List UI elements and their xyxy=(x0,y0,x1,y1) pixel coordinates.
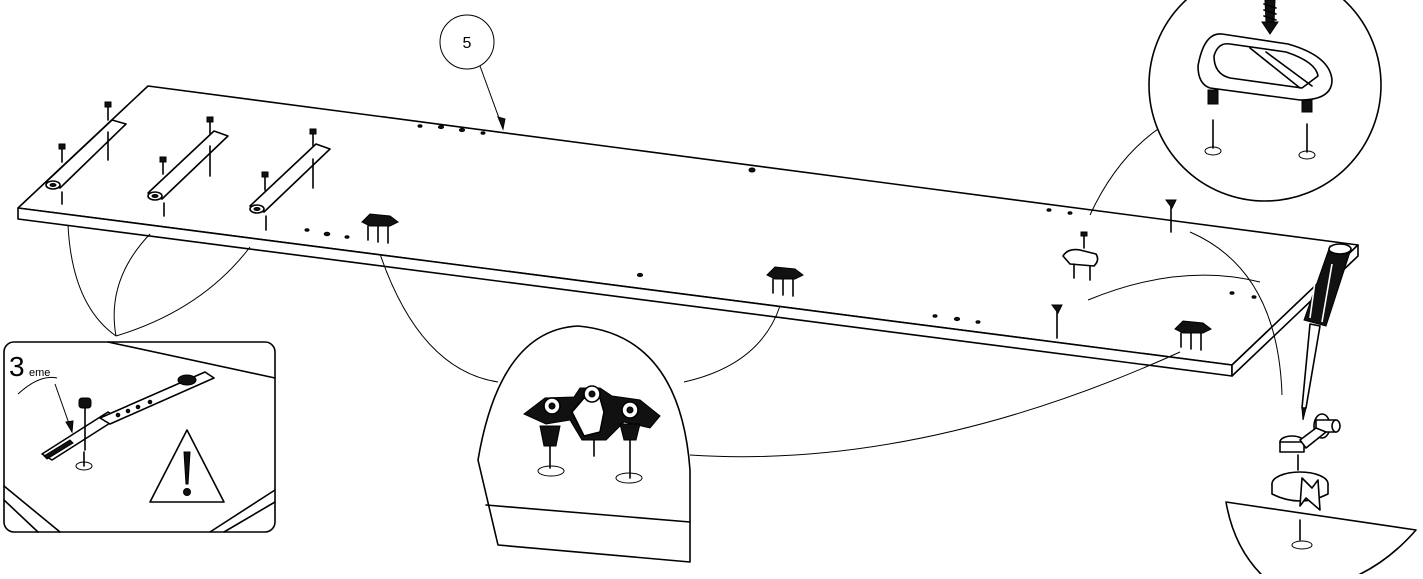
cam-screw xyxy=(1165,199,1177,233)
connector-bracket xyxy=(1174,320,1212,351)
detail-screwdriver-cam xyxy=(1225,243,1417,579)
runner-rails xyxy=(45,101,331,231)
count-label: 3 xyxy=(9,351,25,382)
count-suffix: eme xyxy=(29,367,50,379)
detail-support-bracket xyxy=(1148,0,1382,202)
detail-rail-warning: 3 eme xyxy=(3,341,276,533)
runner-rail xyxy=(249,128,331,231)
connector-bracket xyxy=(766,266,804,297)
runner-rail xyxy=(147,116,229,217)
panel-connectors xyxy=(361,199,1212,351)
shelf-support-bracket xyxy=(1062,231,1099,281)
leader-lines xyxy=(67,119,1283,458)
part-number-label: 5 xyxy=(463,35,472,52)
cam-screw xyxy=(1051,304,1063,339)
part-number-callout: 5 xyxy=(439,14,506,131)
runner-rail xyxy=(45,101,127,205)
connector-bracket xyxy=(361,213,399,244)
panel-holes xyxy=(304,124,1257,324)
detail-connector-zoom xyxy=(477,325,691,563)
